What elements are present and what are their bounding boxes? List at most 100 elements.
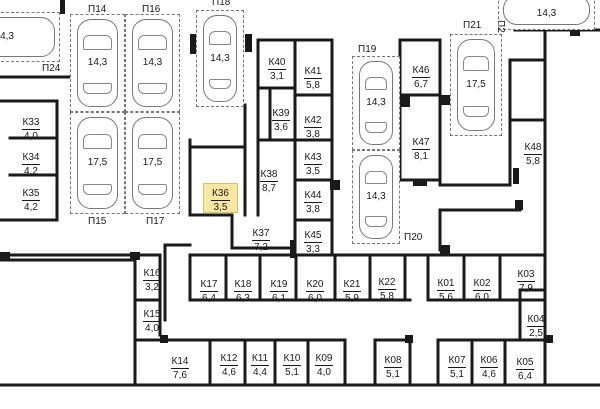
- storage-code: К43: [303, 152, 323, 165]
- storage-code: К19: [269, 279, 289, 292]
- storage-code: К08: [383, 355, 403, 368]
- parking-area: 17,5: [466, 79, 486, 90]
- storage-k33[interactable]: К33 4,0: [14, 113, 48, 142]
- storage-code: К01: [436, 278, 456, 291]
- storage-k45[interactable]: К45 3,3: [298, 226, 328, 255]
- parking-label-p15: П15: [88, 216, 107, 227]
- storage-k08[interactable]: К08 5,1: [378, 351, 408, 380]
- parking-area: 17,5: [87, 157, 108, 168]
- parking-p17[interactable]: 17,5: [125, 112, 180, 214]
- parking-label-p16: П16: [142, 4, 161, 15]
- storage-k05[interactable]: К05 6,4: [510, 353, 540, 382]
- storage-area: 6,1: [272, 293, 286, 304]
- parking-p15[interactable]: 17,5: [70, 112, 125, 214]
- car-icon: [503, 0, 590, 25]
- storage-k46[interactable]: К46 6,7: [405, 61, 437, 90]
- storage-code: К37: [251, 228, 271, 241]
- storage-k14[interactable]: К14 7,6: [165, 352, 195, 381]
- storage-k43[interactable]: К43 3,5: [298, 148, 328, 177]
- storage-k38[interactable]: К38 8,7: [254, 165, 284, 194]
- car-icon: [132, 117, 173, 209]
- storage-code: К03: [516, 269, 536, 282]
- storage-k35[interactable]: К35 4,2: [14, 184, 48, 213]
- storage-k07[interactable]: К07 5,1: [442, 351, 472, 380]
- parking-p24[interactable]: 4,3: [0, 12, 60, 62]
- storage-code: К07: [447, 355, 467, 368]
- storage-k04[interactable]: К04 2,5: [523, 310, 549, 339]
- storage-k18[interactable]: К18 6,3: [228, 275, 258, 304]
- storage-area: 4,6: [222, 367, 236, 378]
- parking-p18[interactable]: 14,3: [196, 10, 244, 107]
- storage-code: К04: [526, 314, 546, 327]
- storage-k19[interactable]: К19 6,1: [264, 275, 294, 304]
- storage-area: 5,9: [345, 293, 359, 304]
- storage-k21[interactable]: К21 5,9: [337, 275, 367, 304]
- storage-code: К11: [250, 353, 270, 366]
- parking-label-p14: П14: [88, 4, 107, 15]
- storage-k06[interactable]: К06 4,6: [474, 351, 504, 380]
- storage-k10[interactable]: К10 5,1: [277, 349, 307, 378]
- car-icon: [203, 15, 237, 102]
- parking-p20[interactable]: 14,3: [352, 150, 400, 244]
- storage-k36-selected[interactable]: К36 3,5: [203, 183, 238, 213]
- storage-area: 3,8: [306, 129, 320, 140]
- parking-p16[interactable]: 14,3: [125, 14, 180, 112]
- car-icon: [77, 19, 118, 107]
- storage-area: 3,5: [306, 166, 320, 177]
- storage-k12[interactable]: К12 4,6: [214, 349, 244, 378]
- storage-k01[interactable]: К01 5,6: [431, 274, 461, 303]
- parking-label-p19: П19: [358, 44, 377, 55]
- storage-code: К14: [170, 356, 190, 369]
- storage-area: 3,2: [145, 282, 159, 293]
- storage-k42[interactable]: К42 3,8: [298, 111, 328, 140]
- storage-k39[interactable]: К39 3,6: [270, 104, 292, 133]
- storage-area: 6,3: [236, 293, 250, 304]
- storage-code: К12: [219, 353, 239, 366]
- storage-area: 5,1: [386, 369, 400, 380]
- parking-area: 14,3: [210, 52, 230, 64]
- parking-label-p18: П18: [212, 0, 231, 8]
- storage-k48[interactable]: К48 5,8: [518, 138, 548, 167]
- storage-k11[interactable]: К11 4,4: [245, 349, 275, 378]
- storage-code: К21: [342, 279, 362, 292]
- storage-code: К46: [411, 65, 431, 78]
- storage-code: К22: [377, 277, 397, 290]
- storage-area: 5,1: [285, 367, 299, 378]
- storage-code: К06: [479, 355, 499, 368]
- parking-p14[interactable]: 14,3: [70, 14, 125, 112]
- storage-k22[interactable]: К22 5,8: [372, 273, 402, 302]
- storage-code: К17: [199, 279, 219, 292]
- storage-code: К47: [411, 137, 431, 150]
- car-icon: [132, 19, 173, 107]
- storage-area: 5,6: [439, 292, 453, 303]
- storage-area: 5,1: [450, 369, 464, 380]
- storage-code: К38: [259, 169, 279, 182]
- storage-k15[interactable]: К15 4,0: [138, 305, 166, 334]
- storage-area: 3,5: [213, 202, 228, 213]
- storage-area: 3,3: [306, 244, 320, 255]
- storage-k09[interactable]: К09 4,0: [309, 349, 339, 378]
- storage-k16[interactable]: К16 3,2: [138, 264, 166, 293]
- storage-area: 6,4: [518, 371, 532, 382]
- storage-k17[interactable]: К17 6,4: [194, 275, 224, 304]
- storage-code: К05: [515, 357, 535, 370]
- storage-code: К40: [267, 57, 287, 70]
- car-icon: [77, 117, 118, 209]
- parking-p19[interactable]: 14,3: [352, 56, 400, 150]
- parking-area: 14,3: [536, 8, 557, 19]
- storage-k34[interactable]: К34 4,2: [14, 148, 48, 177]
- car-icon: [359, 61, 393, 145]
- storage-code: К36: [211, 188, 230, 201]
- storage-k41[interactable]: К41 5,8: [298, 62, 328, 91]
- storage-k44[interactable]: К44 3,8: [298, 186, 328, 215]
- storage-k47[interactable]: К47 8,1: [405, 133, 437, 162]
- parking-p21[interactable]: 17,5: [450, 34, 502, 136]
- storage-k02[interactable]: К02 6,0: [467, 274, 497, 303]
- storage-code: К02: [472, 278, 492, 291]
- storage-k03[interactable]: К03 7,9: [510, 265, 542, 294]
- storage-area: 4,4: [253, 367, 267, 378]
- storage-k20[interactable]: К20 6,0: [300, 275, 330, 304]
- storage-k40[interactable]: К40 3,1: [262, 53, 292, 82]
- parking-p2x[interactable]: 14,3: [498, 0, 595, 30]
- storage-k37[interactable]: К37 7,2: [244, 224, 278, 253]
